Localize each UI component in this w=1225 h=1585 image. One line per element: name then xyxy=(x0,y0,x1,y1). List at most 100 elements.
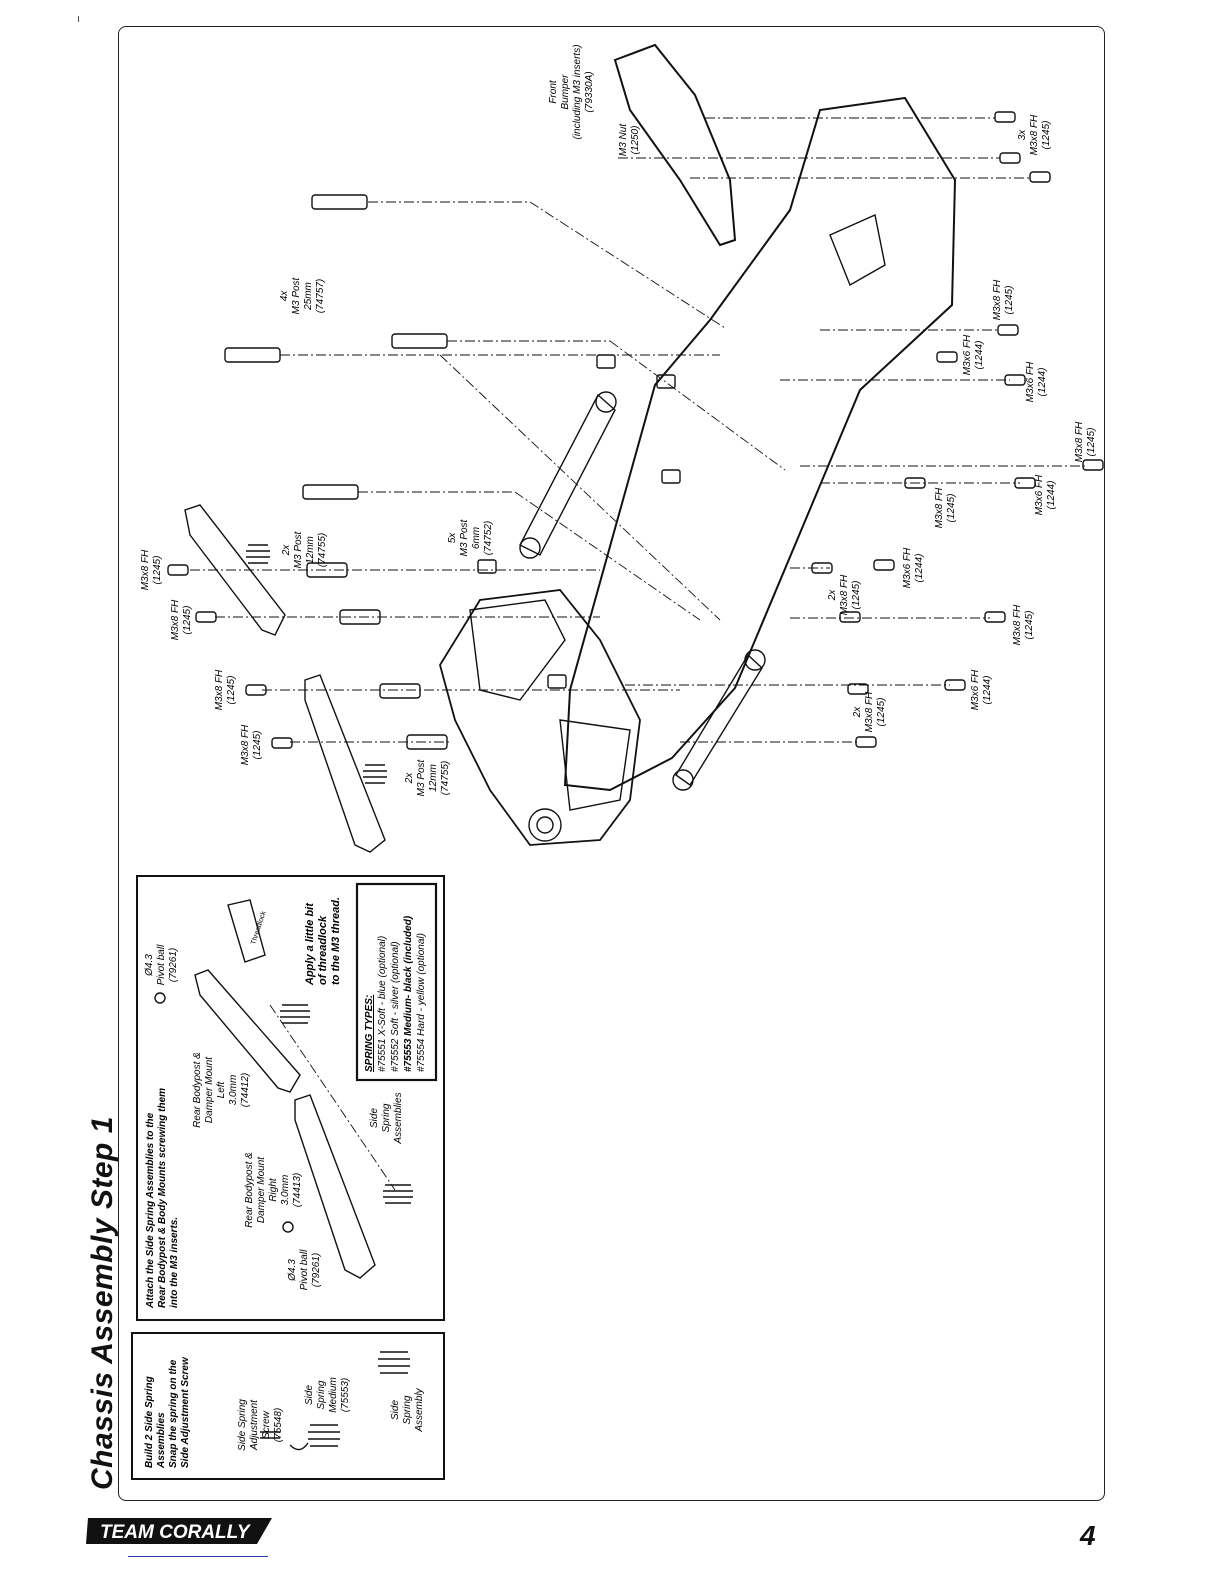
top-deck-upper xyxy=(519,393,616,556)
screw xyxy=(1004,374,1026,386)
label-post-6-2: M3 Post xyxy=(459,518,470,556)
label-post-6: 5x xyxy=(447,532,458,544)
build-instruction-1: Build 2 Side Spring xyxy=(144,1376,155,1468)
screw xyxy=(904,477,926,489)
screw xyxy=(1082,459,1104,471)
label-mount-right-5: (74413) xyxy=(292,1173,303,1207)
label-side-spring-assemblies: Side xyxy=(369,1108,380,1128)
label-adjustment-screw-2: Adjustment xyxy=(249,1399,260,1451)
screw xyxy=(847,683,869,695)
screw xyxy=(271,737,293,749)
label-post-12a-4: (74755) xyxy=(317,533,328,567)
attach-instruction-2: Rear Bodypost & Body Mounts screwing the… xyxy=(157,1088,168,1308)
label-fh-l3-2: (1245) xyxy=(226,676,237,705)
adjustment-screw xyxy=(260,1431,280,1439)
attach-instruction-3: into the M3 inserts. xyxy=(169,1217,180,1308)
label-m3-nut-2: (1250) xyxy=(630,126,641,155)
label-fh-r3: M3x6 FH xyxy=(1025,361,1036,402)
build-instruction-2: Assemblies xyxy=(156,1412,167,1469)
build-instruction-4: Side Adjustment Screw xyxy=(180,1356,191,1468)
label-m3-nut: M3 Nut xyxy=(618,123,629,156)
screw xyxy=(839,611,861,623)
post-25-a xyxy=(311,194,368,210)
label-fh-r8-3: (1245) xyxy=(851,581,862,610)
post-6-d xyxy=(661,469,681,484)
label-post-6-3: 6mm xyxy=(471,527,482,549)
label-adjustment-screw: Side Spring xyxy=(237,1399,248,1451)
spring-type-2: #75552 Soft - silver (optional) xyxy=(390,941,401,1072)
label-post-6-4: (74752) xyxy=(483,521,494,555)
label-fh-r2: M3x6 FH xyxy=(962,334,973,375)
label-adjustment-screw-3: Screw xyxy=(261,1410,272,1439)
spring-bottom xyxy=(363,764,387,784)
post-6-c xyxy=(656,374,676,389)
label-post-12b-2: M3 Post xyxy=(416,758,427,796)
label-mount-left: Rear Bodypost & xyxy=(192,1052,203,1128)
label-fh-r4-2: (1245) xyxy=(1086,428,1097,457)
label-post-12b-3: 12mm xyxy=(428,764,439,792)
brand-logo: TEAM CORALLY xyxy=(86,1518,272,1544)
spring-type-1: #75551 X-Soft - blue (optional) xyxy=(377,936,388,1072)
label-side-spring-2: Spring xyxy=(316,1380,327,1409)
label-fh-3x-3: (1245) xyxy=(1041,121,1052,150)
label-spring-assembly-3: Assembly xyxy=(414,1387,425,1432)
label-post-25-2: M3 Post xyxy=(291,276,302,314)
label-mount-right-4: 3.0mm xyxy=(280,1175,291,1206)
gearbox xyxy=(439,589,641,846)
build-instruction-3: Snap the spring on the xyxy=(168,1359,179,1468)
threadlock-note-2: of threadlock xyxy=(317,915,329,985)
label-fh-r2-2: (1244) xyxy=(974,341,985,370)
label-post-12a: 2x xyxy=(281,544,292,557)
label-fh-r10-2: (1244) xyxy=(982,676,993,705)
threadlock-label: Threadlock xyxy=(250,910,268,946)
label-side-spring-4: (75553) xyxy=(340,1378,351,1412)
label-mount-right: Rear Bodypost & xyxy=(244,1152,255,1228)
screw xyxy=(999,152,1021,164)
screw xyxy=(245,684,267,696)
label-mount-left-5: (74412) xyxy=(240,1073,251,1107)
screw xyxy=(195,611,217,623)
screw xyxy=(811,562,833,574)
screw xyxy=(936,351,958,363)
spring-types-title: SPRING TYPES: xyxy=(364,995,375,1072)
attach-instruction-1: Attach the Side Spring Assemblies to the xyxy=(145,1112,156,1309)
mount-plate-lower xyxy=(304,674,386,853)
label-side-spring: Side xyxy=(304,1385,315,1405)
label-fh-r7: M3x6 FH xyxy=(902,547,913,588)
label-fh-l4: M3x8 FH xyxy=(240,724,251,765)
page-frame xyxy=(118,26,1105,1501)
label-front-bumper-3: (including M3 inserts) xyxy=(572,44,583,139)
post-12-c xyxy=(379,683,421,699)
spring-types-box xyxy=(355,882,438,1082)
label-fh-r4: M3x8 FH xyxy=(1074,421,1085,462)
attach-springs-box xyxy=(136,875,445,1321)
label-fh-l2: M3x8 FH xyxy=(170,599,181,640)
label-pivot-left-3: (79261) xyxy=(168,948,179,982)
label-fh-r7-2: (1244) xyxy=(914,554,925,583)
label-fh-l4-2: (1245) xyxy=(252,731,263,760)
screw xyxy=(1014,477,1036,489)
label-spring-assembly-2: Spring xyxy=(402,1395,413,1424)
label-post-12b-4: (74755) xyxy=(440,761,451,795)
side-spring-assembly xyxy=(378,1351,410,1374)
label-front-bumper-2: Bumper xyxy=(560,74,571,110)
label-post-25: 4x xyxy=(279,290,290,302)
label-mount-right-3: Right xyxy=(268,1177,279,1202)
label-fh-r1: M3x8 FH xyxy=(992,279,1003,320)
label-pivot-right-2: Pivot ball xyxy=(299,1249,310,1290)
label-pivot-right-3: (79261) xyxy=(311,1253,322,1287)
label-pivot-right: Ø4.3 xyxy=(287,1259,298,1282)
post-6-a xyxy=(477,559,497,574)
label-front-bumper-4: (79330A) xyxy=(584,71,595,112)
label-fh-r8-2: M3x8 FH xyxy=(839,574,850,615)
label-fh-r11-3: (1245) xyxy=(876,698,887,727)
label-post-12b: 2x xyxy=(404,772,415,785)
top-deck-lower xyxy=(675,653,763,787)
page-title: Chassis Assembly Step 1 xyxy=(86,1116,119,1490)
threadlock-bottle-shape xyxy=(227,899,266,963)
label-post-12a-3: 12mm xyxy=(305,536,316,564)
label-fh-l1: M3x8 FH xyxy=(140,549,151,590)
label-fh-r5-2: (1245) xyxy=(946,494,957,523)
